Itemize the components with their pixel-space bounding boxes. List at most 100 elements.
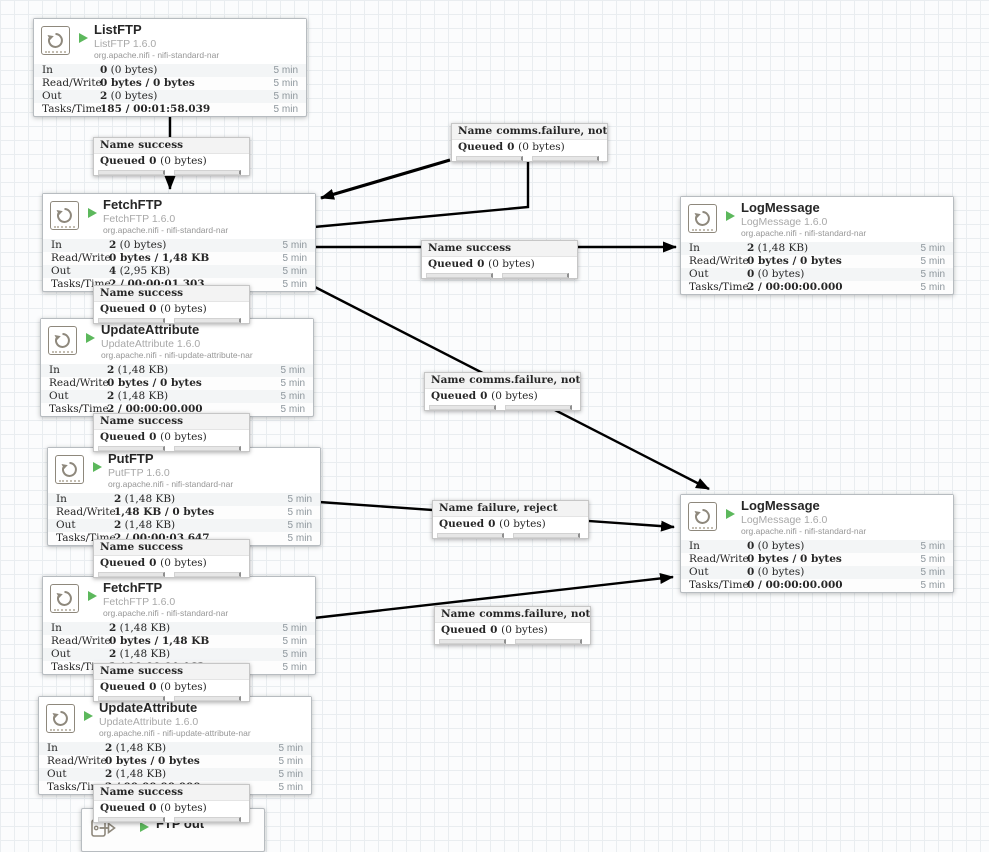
stat-window: 5 min [278, 743, 303, 754]
processor-updateattribute-2[interactable]: UpdateAttribute UpdateAttribute 1.6.0 or… [40, 318, 314, 417]
connection-queued-size: (0 bytes) [160, 802, 207, 814]
processor-header: FetchFTP FetchFTP 1.6.0 org.apache.nifi … [43, 194, 315, 239]
stat-window: 5 min [273, 65, 298, 76]
connection-queued-size: (0 bytes) [160, 155, 207, 167]
processor-logmessage-7[interactable]: LogMessage LogMessage 1.6.0 org.apache.n… [680, 494, 954, 593]
queue-size-bar [174, 817, 241, 822]
stat-row: Read/Write 1,48 KB / 0 bytes 5 min [48, 506, 320, 519]
stat-label: Read/Write [42, 77, 102, 89]
stat-label: Tasks/Time [47, 781, 107, 793]
running-status-icon [93, 462, 102, 472]
connection-name-key: Name [458, 125, 493, 137]
queue-percent-bars [94, 816, 249, 822]
stat-window: 5 min [280, 391, 305, 402]
processor-updateattribute-5[interactable]: UpdateAttribute UpdateAttribute 1.6.0 or… [38, 696, 312, 795]
stat-window: 5 min [282, 240, 307, 251]
stat-row: In 2 (1,48 KB) 5 min [681, 242, 953, 255]
processor-logmessage-6[interactable]: LogMessage LogMessage 1.6.0 org.apache.n… [680, 196, 954, 295]
stat-value: 0 bytes / 1,48 KB [109, 635, 210, 647]
processor-listftp-0[interactable]: ListFTP ListFTP 1.6.0 org.apache.nifi - … [33, 18, 307, 117]
stat-label: In [51, 622, 62, 634]
stat-detail: (0 bytes) [757, 566, 805, 578]
processor-version: FetchFTP 1.6.0 [103, 212, 176, 225]
processor-putftp-3[interactable]: PutFTP PutFTP 1.6.0 org.apache.nifi - ni… [47, 447, 321, 546]
connection-queued-count: 0 [149, 557, 157, 569]
stat-window: 5 min [282, 649, 307, 660]
processor-header: UpdateAttribute UpdateAttribute 1.6.0 or… [41, 319, 313, 364]
stat-window: 5 min [920, 541, 945, 552]
processor-bundle: org.apache.nifi - nifi-standard-nar [94, 50, 220, 60]
processor-icon [50, 584, 79, 613]
stat-row: Out 2 (1,48 KB) 5 min [43, 648, 315, 661]
connection-name-key: Name [441, 608, 476, 620]
processor-name: PutFTP [108, 451, 154, 466]
connection-name-value: failure, reject [477, 502, 558, 514]
processor-stats: In 2 (1,48 KB) 5 min Read/Write 1,48 KB … [48, 493, 320, 545]
stat-row: In 0 (0 bytes) 5 min [681, 540, 953, 553]
stat-value: 2 [105, 742, 113, 754]
stat-window: 5 min [273, 91, 298, 102]
stat-label: Tasks/Time [689, 281, 749, 293]
stat-detail: (0 bytes) [110, 64, 158, 76]
connection-name-value: comms.failure, not.found,… [469, 374, 580, 386]
queue-size-bar [174, 696, 241, 701]
processor-version: PutFTP 1.6.0 [108, 466, 170, 479]
connection-queued-count: 0 [149, 681, 157, 693]
stat-value: 2 [100, 90, 108, 102]
connection-queued-size: (0 bytes) [160, 681, 207, 693]
stat-row: Tasks/Time 0 / 00:00:00.000 5 min [681, 579, 953, 592]
stat-row: In 2 (1,48 KB) 5 min [39, 742, 311, 755]
processor-stats: In 2 (1,48 KB) 5 min Read/Write 0 bytes … [41, 364, 313, 416]
processor-fetchftp-4[interactable]: FetchFTP FetchFTP 1.6.0 org.apache.nifi … [42, 576, 316, 675]
connection-wire[interactable] [320, 158, 451, 200]
stat-value: 0 [100, 64, 108, 76]
processor-name: ListFTP [94, 22, 142, 37]
connection-queued-key: Queued [100, 303, 146, 315]
processor-bundle: org.apache.nifi - nifi-update-attribute-… [99, 728, 251, 738]
stat-value: 4 [109, 265, 117, 277]
stat-label: Read/Write [56, 506, 116, 518]
stat-detail: (1,48 KB) [119, 622, 171, 634]
stat-row: In 2 (0 bytes) 5 min [43, 239, 315, 252]
connection-wire[interactable] [313, 158, 530, 229]
processor-icon [55, 455, 84, 484]
connection-name-value: comms.failure, not.found,… [479, 608, 590, 620]
stat-window: 5 min [282, 623, 307, 634]
processor-name: FetchFTP [103, 580, 163, 595]
queue-count-bar [98, 318, 165, 323]
connection-wire[interactable] [313, 573, 674, 620]
stat-window: 5 min [282, 266, 307, 277]
connection-name-key: Name [431, 374, 466, 386]
processor-version: FetchFTP 1.6.0 [103, 595, 176, 608]
queue-size-bar [515, 639, 582, 644]
stat-window: 5 min [273, 78, 298, 89]
stat-value: 2 / 00:00:00.000 [107, 403, 203, 415]
connection-queued-size: (0 bytes) [518, 141, 565, 153]
stat-label: Read/Write [51, 252, 111, 264]
connection-queued-key: Queued [100, 431, 146, 443]
queue-count-bar [98, 817, 165, 822]
stat-row: Out 0 (0 bytes) 5 min [681, 566, 953, 579]
processor-icon [688, 502, 717, 531]
processor-fetchftp-1[interactable]: FetchFTP FetchFTP 1.6.0 org.apache.nifi … [42, 193, 316, 292]
queue-percent-bars [94, 169, 249, 175]
stat-window: 5 min [282, 636, 307, 647]
stat-detail: (0 bytes) [110, 90, 158, 102]
stat-window: 5 min [287, 494, 312, 505]
connection-queued-size: (0 bytes) [501, 624, 548, 636]
running-status-icon [84, 711, 93, 721]
queue-count-bar [437, 533, 504, 538]
stat-value: 0 / 00:00:00.000 [747, 579, 843, 591]
